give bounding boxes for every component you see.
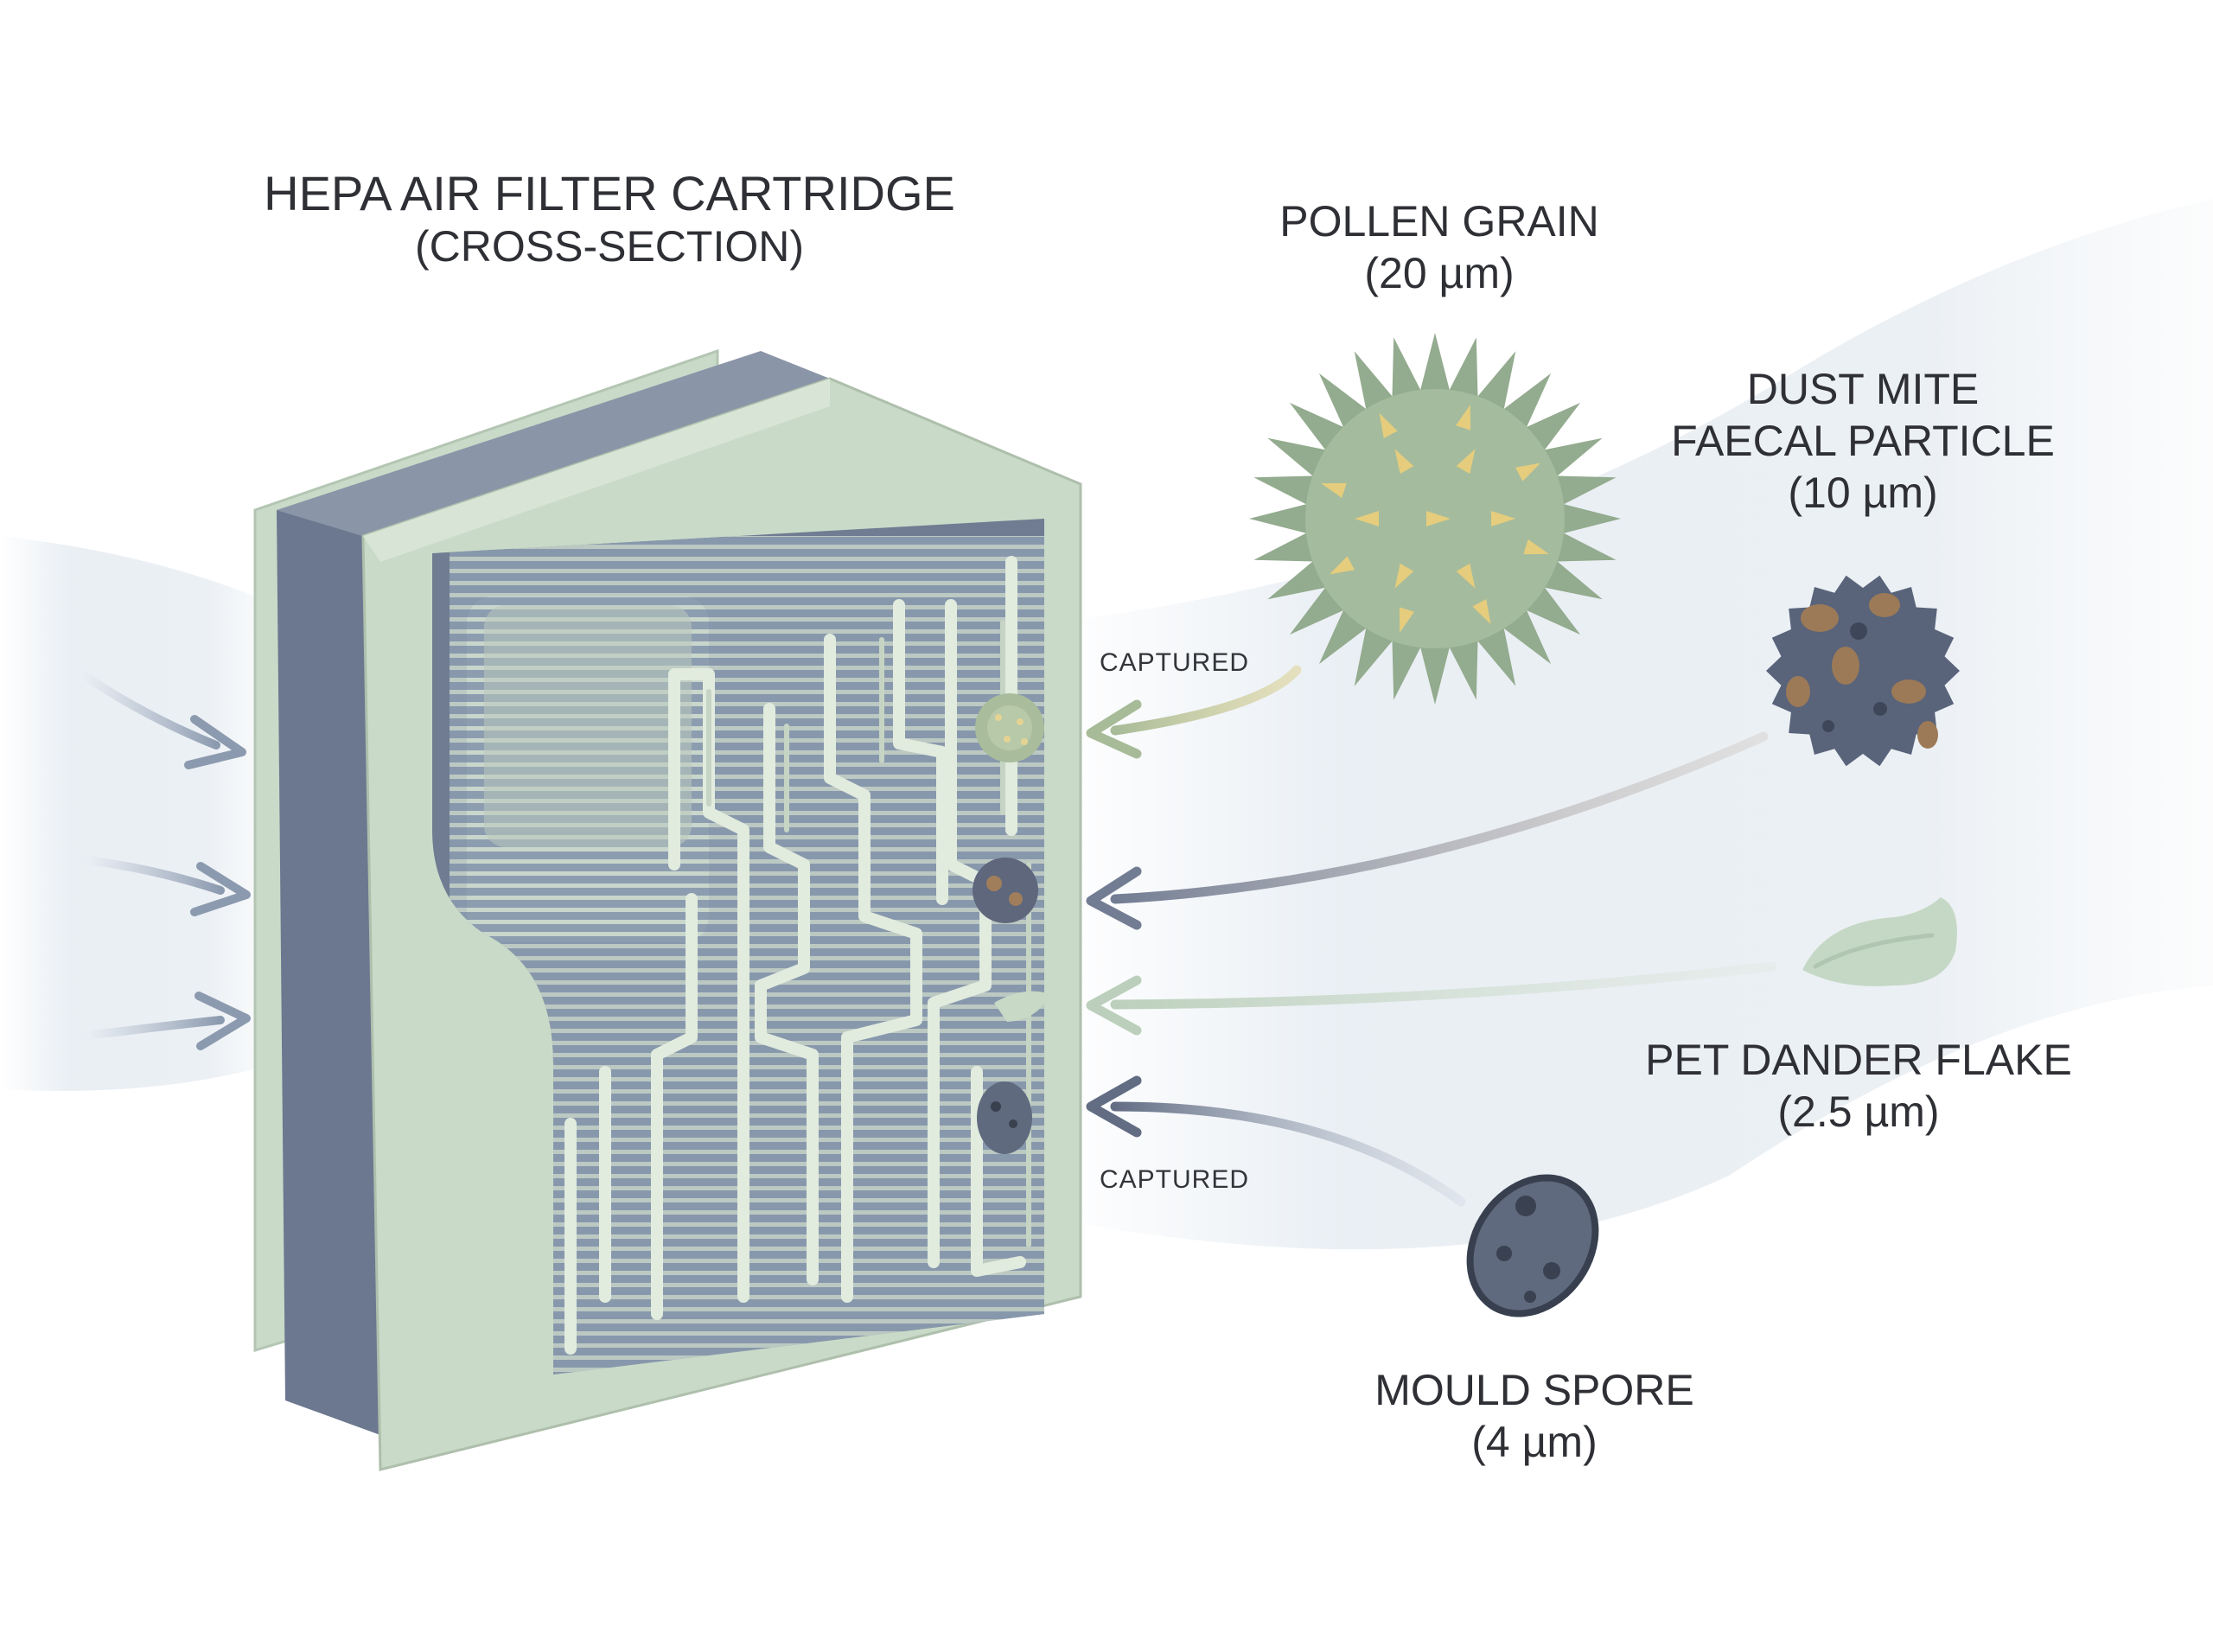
pollen-name: POLLEN GRAIN xyxy=(1279,197,1599,246)
dust-mite-size: (10 µm) xyxy=(1788,469,1938,517)
pollen-spot xyxy=(1394,449,1414,475)
pollen-label: POLLEN GRAIN (20 µm) xyxy=(1228,195,1651,299)
trapped-dust xyxy=(973,858,1038,923)
pollen-spot xyxy=(1523,539,1549,555)
pollen-spot xyxy=(1472,599,1491,625)
inflow-arrow-icon xyxy=(78,670,251,1050)
trapped-spore xyxy=(977,1081,1032,1154)
pollen-grain-icon xyxy=(1249,333,1621,705)
dust-mite-name-line2: FAECAL PARTICLE xyxy=(1671,417,2055,465)
pollen-spot xyxy=(1394,563,1414,589)
pollen-spot xyxy=(1355,511,1379,526)
filter-cartridge xyxy=(253,348,1082,1471)
pet-dander-flake-icon xyxy=(1802,897,1957,986)
captured-label-top: CAPTURED xyxy=(1100,648,1250,677)
pollen-spot xyxy=(1455,405,1471,431)
page-title-line2: (CROSS-SECTION) xyxy=(415,222,804,271)
page-title-line1: HEPA AIR FILTER CARTRIDGE xyxy=(264,166,955,220)
pollen-spot xyxy=(1399,607,1415,633)
dust-mite-particle-icon xyxy=(1766,575,1960,767)
trapped-pollen xyxy=(975,693,1044,762)
dust-mite-name-line1: DUST MITE xyxy=(1746,365,1980,413)
pollen-size: (20 µm) xyxy=(1364,249,1515,297)
pollen-spot xyxy=(1426,511,1451,526)
dust-mite-label: DUST MITE FAECAL PARTICLE (10 µm) xyxy=(1625,363,2101,519)
pollen-spot xyxy=(1456,563,1476,589)
pollen-spot xyxy=(1379,412,1398,438)
pet-dander-label: PET DANDER FLAKE (2.5 µm) xyxy=(1617,1034,2101,1138)
mould-name: MOULD SPORE xyxy=(1374,1366,1694,1414)
pollen-spot xyxy=(1491,511,1515,526)
page-title: HEPA AIR FILTER CARTRIDGE (CROSS-SECTION… xyxy=(225,167,994,272)
mould-label: MOULD SPORE (4 µm) xyxy=(1327,1364,1742,1468)
trapped-dander xyxy=(994,991,1050,1022)
particle-trails xyxy=(1086,665,1777,1207)
mould-size: (4 µm) xyxy=(1471,1418,1598,1466)
pollen-spot xyxy=(1321,482,1347,499)
pollen-spot xyxy=(1329,556,1355,575)
mould-spore-icon xyxy=(1466,1174,1599,1317)
pet-dander-size: (2.5 µm) xyxy=(1777,1088,1940,1136)
airflow-background xyxy=(0,199,2213,1250)
pollen-spot xyxy=(1456,449,1476,475)
pet-dander-name: PET DANDER FLAKE xyxy=(1645,1036,2072,1084)
pollen-spot xyxy=(1515,462,1541,482)
captured-label-bottom: CAPTURED xyxy=(1100,1165,1250,1194)
